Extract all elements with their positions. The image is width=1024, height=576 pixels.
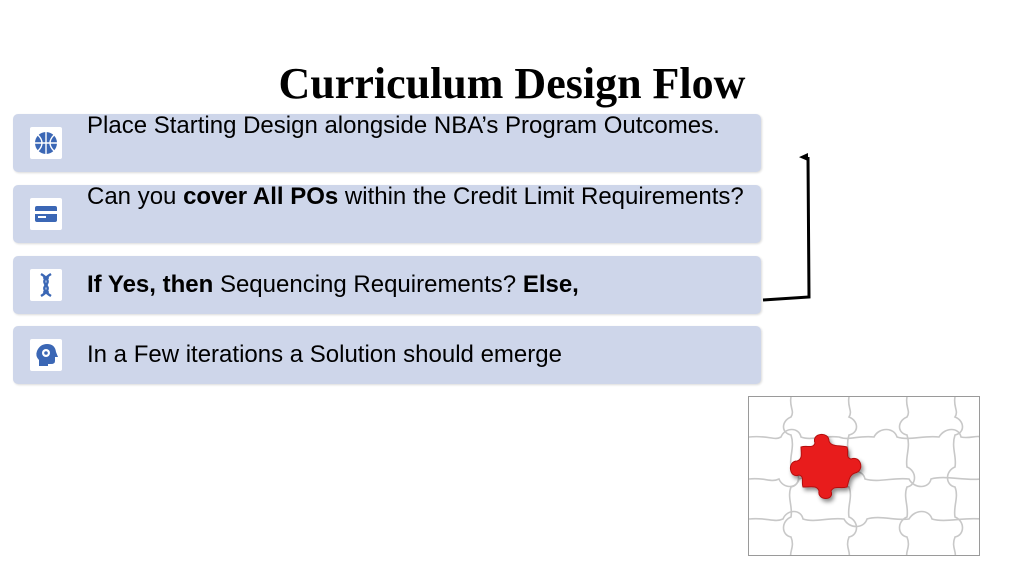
- flow-step-4: In a Few iterations a Solution should em…: [13, 326, 761, 384]
- flow-step-3-text-bold2: Else,: [522, 271, 579, 298]
- flow-step-2-text-pre: Can you: [87, 183, 184, 210]
- flow-step-3-text-mid: Sequencing Requirements?: [213, 271, 523, 298]
- gear-head-icon: [30, 339, 62, 371]
- dna-icon: [30, 269, 62, 301]
- flow-step-4-text: In a Few iterations a Solution should em…: [87, 341, 562, 368]
- flow-step-2-text-post: within the Credit Limit Requirements?: [338, 183, 744, 210]
- flow-step-1: Place Starting Design alongside NBA’s Pr…: [13, 112, 761, 172]
- flow-step-2-text: Can you cover All POs within the Credit …: [87, 179, 747, 249]
- flow-step-1-text: Place Starting Design alongside NBA’s Pr…: [87, 112, 720, 139]
- flow-step-2-text-bold: cover All POs: [183, 183, 339, 210]
- flow-step-3-text-bold1: If Yes, then: [87, 271, 214, 298]
- puzzle-image: [748, 396, 980, 556]
- flow-step-2: Can you cover All POs within the Credit …: [13, 183, 761, 243]
- page-title: Curriculum Design Flow: [278, 59, 746, 108]
- card-icon: [30, 198, 62, 230]
- flow-step-3-text: If Yes, then Sequencing Requirements? El…: [87, 256, 747, 314]
- basketball-icon: [30, 127, 62, 159]
- flow-step-3: If Yes, then Sequencing Requirements? El…: [13, 256, 761, 314]
